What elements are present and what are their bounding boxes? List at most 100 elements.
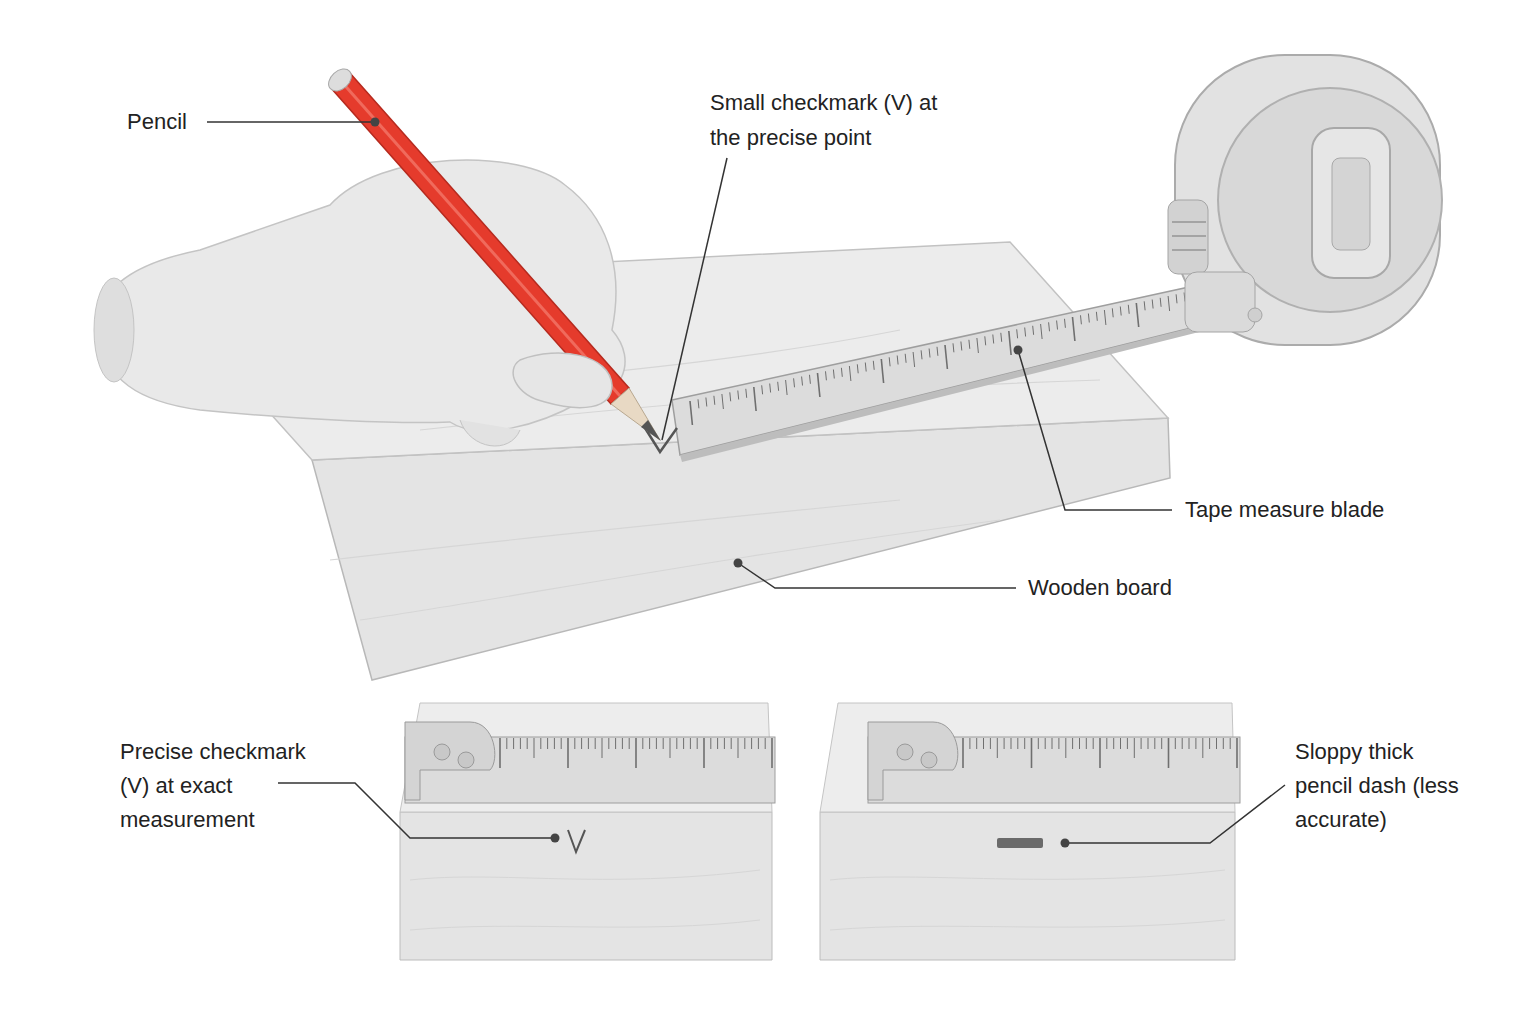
ruler-tick <box>1086 738 1087 749</box>
ruler-tick <box>1096 312 1098 321</box>
ruler-tick <box>825 371 827 380</box>
ruler-ticks <box>500 738 772 768</box>
ruler-tick <box>765 738 766 749</box>
ruler-tick <box>1093 738 1094 749</box>
leader-dot <box>551 834 560 843</box>
ruler-tick <box>889 357 891 366</box>
ruler-tick <box>1175 738 1176 749</box>
ruler-tick <box>1216 738 1217 749</box>
tape-hook <box>868 722 958 800</box>
small-board-front <box>820 812 1235 960</box>
ruler-tick <box>1048 322 1050 331</box>
ruler-tick <box>738 738 739 758</box>
ruler-tick <box>540 738 541 749</box>
ruler-tick <box>921 350 923 359</box>
ruler-tick <box>745 389 747 398</box>
ruler-tick <box>595 738 596 749</box>
ruler-tick <box>1189 738 1190 749</box>
ruler-tick <box>1136 303 1138 327</box>
pencil-lead <box>641 420 661 441</box>
ruler-tick <box>1065 738 1066 758</box>
ruler-tick <box>976 738 977 749</box>
leader-line <box>207 121 375 123</box>
leader-dot <box>371 118 380 127</box>
callout-label: Wooden board <box>1028 574 1172 602</box>
ruler-tick <box>1128 305 1130 314</box>
thumb <box>513 353 612 408</box>
case-screw <box>1248 308 1262 322</box>
ruler-tick <box>1202 738 1203 758</box>
ruler-tick <box>1152 300 1154 309</box>
ruler-tick <box>1024 328 1026 337</box>
ruler-tick <box>729 392 731 401</box>
lock-button <box>1168 200 1208 274</box>
ruler-tick <box>602 738 603 758</box>
ruler-tick <box>953 343 955 352</box>
leader-line <box>662 158 727 440</box>
ruler-tick <box>1016 329 1018 338</box>
tape-hook <box>405 722 495 800</box>
leader-dot <box>734 559 743 568</box>
ruler-tick <box>649 738 650 749</box>
ruler-tick <box>962 738 964 768</box>
ruler-tick <box>670 738 671 758</box>
ruler-tick <box>690 738 691 749</box>
ruler-tick <box>629 738 630 749</box>
ruler-tick <box>724 738 725 749</box>
ruler-tick <box>1120 307 1122 316</box>
ruler-tick <box>984 336 986 345</box>
ruler-tick <box>1073 317 1075 341</box>
ruler-tick <box>547 738 548 749</box>
blade-mouth <box>1185 272 1255 332</box>
rivet <box>897 744 913 760</box>
blade-ticks <box>690 289 1202 425</box>
ruler-tick <box>997 738 998 758</box>
ruler-tick <box>1011 738 1012 749</box>
ruler-tick <box>1056 321 1058 330</box>
wrist <box>94 278 134 382</box>
ruler-tick <box>1104 310 1106 325</box>
ruler-tick <box>1004 738 1005 749</box>
ruler-tick <box>929 349 931 358</box>
ruler-tick <box>865 363 867 372</box>
ruler-tick <box>937 347 939 356</box>
ruler-tick <box>769 384 771 393</box>
callout-label: Pencil <box>127 108 187 136</box>
pencil-end <box>324 65 355 96</box>
ruler-tick <box>758 738 759 749</box>
ruler-tick <box>983 738 984 749</box>
pencil-dash <box>997 838 1043 848</box>
ruler-tick <box>722 394 724 409</box>
ruler-tick <box>1017 738 1018 749</box>
blade-edge <box>680 322 1215 462</box>
ruler-tick <box>622 738 623 749</box>
ruler-tick <box>1072 738 1073 749</box>
ruler-tick <box>663 738 664 749</box>
ruler-tick <box>1176 294 1178 303</box>
ruler-tick <box>1113 738 1114 749</box>
pencil-wood-tip <box>611 388 660 440</box>
ruler-tick <box>1080 315 1082 324</box>
ruler-tick <box>1168 738 1170 768</box>
ruler-tick <box>1079 738 1080 749</box>
belt-clip <box>1312 128 1390 278</box>
ruler-tick <box>1230 738 1231 749</box>
ruler-tick <box>1168 296 1170 311</box>
ruler-tick <box>703 738 705 768</box>
ruler-tick <box>992 335 994 344</box>
ruler-tick <box>905 354 907 363</box>
finger <box>460 420 520 446</box>
ruler-tick <box>710 738 711 749</box>
ruler-tick <box>809 375 811 384</box>
rivet <box>458 752 474 768</box>
ruler-tick <box>635 738 637 768</box>
leader-dot <box>1061 839 1070 848</box>
ruler-tick <box>1058 738 1059 749</box>
ruler-tick <box>1223 738 1224 749</box>
ruler-tick <box>786 380 788 395</box>
ruler-tick <box>945 345 947 369</box>
wood-grain <box>830 870 1225 930</box>
callout-label: Tape measure blade <box>1185 496 1384 524</box>
ruler-tick <box>849 366 851 381</box>
